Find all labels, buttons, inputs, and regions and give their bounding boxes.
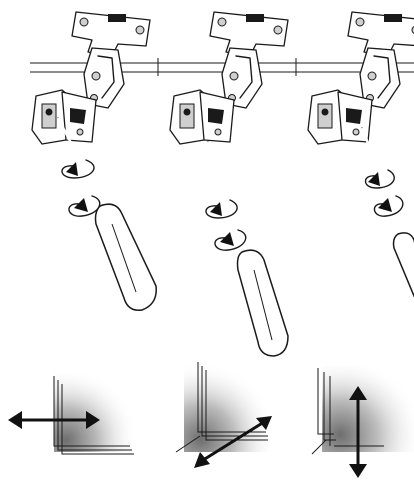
double-arrow-icon [349, 386, 367, 478]
step-3-hinge [307, 11, 414, 298]
horizontal-adjustment-diagram [8, 372, 134, 455]
vertical-adjustment-diagram [311, 366, 414, 478]
hinge-icon [307, 11, 414, 145]
hinge-icon [31, 11, 151, 145]
screwdriver-icon [56, 117, 157, 311]
step-2-hinge [169, 11, 289, 357]
rotation-arrow-icon [205, 199, 247, 251]
step-1-hinge [31, 11, 157, 311]
double-arrow-icon [194, 416, 272, 468]
screwdriver-icon [360, 127, 414, 298]
depth-adjustment-diagram [175, 362, 272, 468]
door-corner-icon [311, 366, 414, 455]
rotation-arrow-icon [61, 159, 101, 217]
door-corner-icon [53, 372, 134, 455]
door-corner-icon [175, 362, 268, 453]
double-arrow-icon [8, 411, 100, 429]
hinge-icon [169, 11, 289, 145]
rotation-arrow-icon [364, 169, 404, 217]
